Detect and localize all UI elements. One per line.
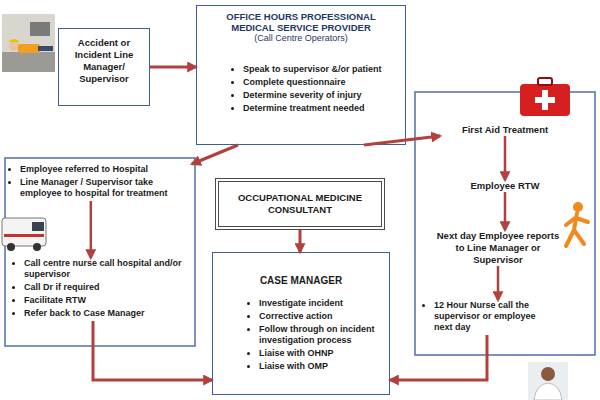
worker-photo-floor xyxy=(2,52,55,72)
node-text: CASE MANAGER xyxy=(221,275,381,286)
ambulance-stripe xyxy=(4,234,44,237)
node-text: Follow through on incident investigation… xyxy=(259,324,381,346)
node-text: Refer back to Case Manager xyxy=(24,308,192,319)
node-text: Facilitate RTW xyxy=(24,295,192,306)
node-text: Accident or Incident Line Manager/ Super… xyxy=(63,37,145,85)
ambulance-icon xyxy=(2,218,46,246)
nurse-head xyxy=(541,367,555,381)
node-text: OCCUPATIONAL MEDICINE CONSULTANT xyxy=(229,192,371,216)
nurse-photo-bg xyxy=(528,362,568,400)
node-text: Speak to supervisor &/or patient xyxy=(243,64,397,75)
flow-arrow xyxy=(390,335,487,380)
ladder-shape xyxy=(30,22,50,36)
hospital-panel xyxy=(5,158,195,346)
flow-arrow xyxy=(93,321,212,380)
node-text: Liaise with OMP xyxy=(259,361,381,372)
step-text: Next day Employee reports to Line Manage… xyxy=(433,230,563,266)
flow-arrow xyxy=(192,145,238,164)
ambulance-window xyxy=(32,222,44,231)
node-text: Liaise with OHNP xyxy=(259,348,381,359)
node-text: (Call Centre Operators) xyxy=(205,33,397,44)
step-text: Employee RTW xyxy=(440,180,570,192)
first-aid-kit xyxy=(520,84,570,116)
flow-arrow xyxy=(90,201,93,258)
worker-legs xyxy=(38,46,53,51)
node-text: Determine severity of injury xyxy=(243,90,397,101)
node-text: Determine treatment needed xyxy=(243,103,397,114)
flow-arrow xyxy=(299,230,302,252)
node-text: Investigate incident xyxy=(259,298,381,309)
first-aid-panel xyxy=(415,92,595,355)
worker-head xyxy=(9,41,19,51)
node-text: Line Manager / Supervisor take employee … xyxy=(20,177,192,199)
process-box: OFFICE HOURS PROFESSIONAL MEDICAL SERVIC… xyxy=(196,5,406,145)
flow-arrow xyxy=(364,136,440,145)
case-manager-box: CASE MANAGER Investigate incidentCorrecti… xyxy=(212,252,390,395)
flow-arrow xyxy=(497,266,500,300)
node-text: Employee RTW xyxy=(440,180,570,192)
flow-arrow xyxy=(504,136,507,180)
node-text: OFFICE HOURS PROFESSIONAL MEDICAL SERVIC… xyxy=(205,11,397,33)
figure-body xyxy=(566,213,588,246)
node-text: Corrective action xyxy=(259,311,381,322)
kit-handle xyxy=(538,78,552,85)
worker-hard-hat xyxy=(8,39,20,42)
consultant-box: OCCUPATIONAL MEDICINE CONSULTANT xyxy=(215,178,385,230)
step-text: 12 Hour Nurse call the supervisor or emp… xyxy=(422,300,552,335)
kit-cross xyxy=(535,97,555,103)
node-text: Call centre nurse call hospital and/or s… xyxy=(24,258,192,280)
node-text: Employee referred to Hospital xyxy=(20,164,192,175)
figure-head xyxy=(573,202,583,212)
step-text: Employee referred to HospitalLine Manage… xyxy=(8,164,192,201)
step-text: Call centre nurse call hospital and/or s… xyxy=(12,258,192,321)
nurse-uniform xyxy=(534,383,562,400)
flow-arrow xyxy=(150,66,196,69)
step-text: First Aid Treatment xyxy=(440,124,570,136)
node-text: Complete questionnaire xyxy=(243,77,397,88)
node-text: First Aid Treatment xyxy=(440,124,570,136)
ambulance-wheel xyxy=(33,243,41,251)
node-text: Next day Employee reports to Line Manage… xyxy=(433,230,563,266)
ambulance-wheel xyxy=(7,243,15,251)
node-text: Call Dr if required xyxy=(24,282,192,293)
worker-photo-bg xyxy=(2,14,55,72)
start-box: Accident or Incident Line Manager/ Super… xyxy=(58,28,150,106)
node-text: 12 Hour Nurse call the supervisor or emp… xyxy=(434,300,552,333)
flow-arrow xyxy=(504,192,507,230)
worker-vest xyxy=(18,44,40,53)
